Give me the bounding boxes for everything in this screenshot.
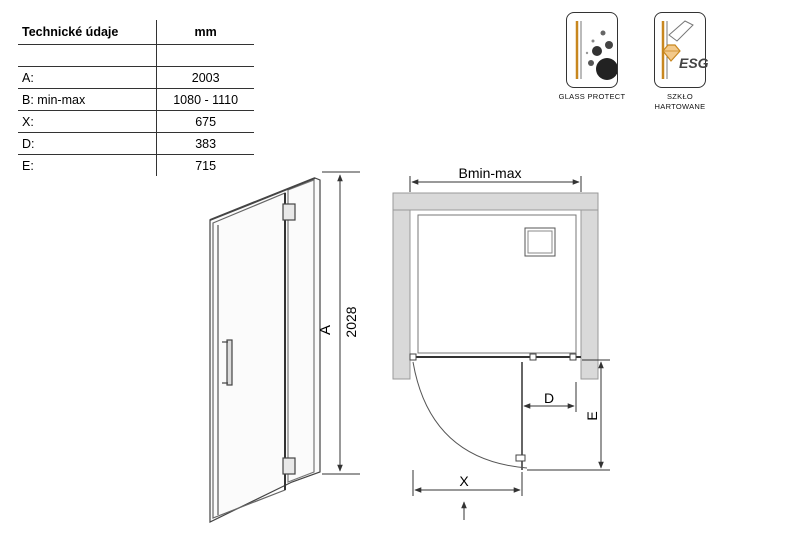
handle (226, 339, 233, 386)
esg-label-line1: SZKŁO (666, 92, 694, 101)
table-row (18, 44, 254, 67)
fixed-panel (287, 179, 315, 483)
glass-protect-label: GLASS PROTECT (558, 92, 626, 101)
table-header-row: Technické údaje mm (18, 20, 254, 45)
glass-protect-icon (575, 21, 618, 80)
door-end-right (569, 353, 577, 361)
top-rail (209, 177, 316, 221)
row-value (156, 44, 254, 67)
row-label: A: (18, 66, 157, 89)
e-label: E (584, 411, 600, 420)
door-handle-plan (515, 454, 526, 462)
row-value: 383 (156, 132, 254, 155)
back-wall (392, 192, 599, 211)
glass-protect-badge (566, 12, 618, 88)
drain (524, 227, 556, 257)
height-value: 2028 (343, 306, 359, 337)
table-row: E: 715 (18, 154, 254, 176)
esg-label-line2: HARTOWANE (654, 102, 706, 111)
row-label: B: min-max (18, 88, 157, 111)
esg-label: SZKŁO HARTOWANE (648, 92, 712, 112)
plan-view (392, 192, 599, 470)
d-label: D (544, 390, 554, 406)
height-dimension (322, 171, 360, 475)
esg-diamond-icon (661, 20, 694, 79)
table-header-unit: mm (156, 20, 254, 45)
row-value: 715 (156, 154, 254, 176)
height-letter: A (317, 325, 334, 335)
table-row: A: 2003 (18, 66, 254, 89)
x-label: X (459, 473, 469, 489)
bottom-hinge (282, 457, 296, 475)
door-hinge-point (529, 353, 537, 361)
esg-logo-text: ESG (679, 55, 709, 71)
table-row: X: 675 (18, 110, 254, 133)
row-label (18, 44, 157, 67)
esg-badge: ESG (654, 12, 709, 88)
drain-inner (527, 230, 553, 254)
technical-data-table: Technické údaje mm A: 2003 B: min-max 10… (18, 20, 254, 176)
row-value: 675 (156, 110, 254, 133)
row-value: 1080 - 1110 (156, 88, 254, 111)
row-label: D: (18, 132, 157, 155)
right-wall (580, 192, 599, 380)
plan-dimensions (409, 176, 610, 520)
table-header-label: Technické údaje (18, 20, 157, 45)
b-label: Bmin-max (458, 165, 521, 181)
top-hinge (282, 203, 296, 221)
shower-tray (417, 214, 577, 354)
left-wall (392, 192, 411, 380)
front-view (209, 177, 321, 523)
table-row: D: 383 (18, 132, 254, 155)
table-row: B: min-max 1080 - 1110 (18, 88, 254, 111)
row-label: X: (18, 110, 157, 133)
door-swing-arc (412, 361, 528, 469)
row-label: E: (22, 158, 34, 173)
row-value: 2003 (156, 66, 254, 89)
door-end-left (409, 353, 417, 361)
